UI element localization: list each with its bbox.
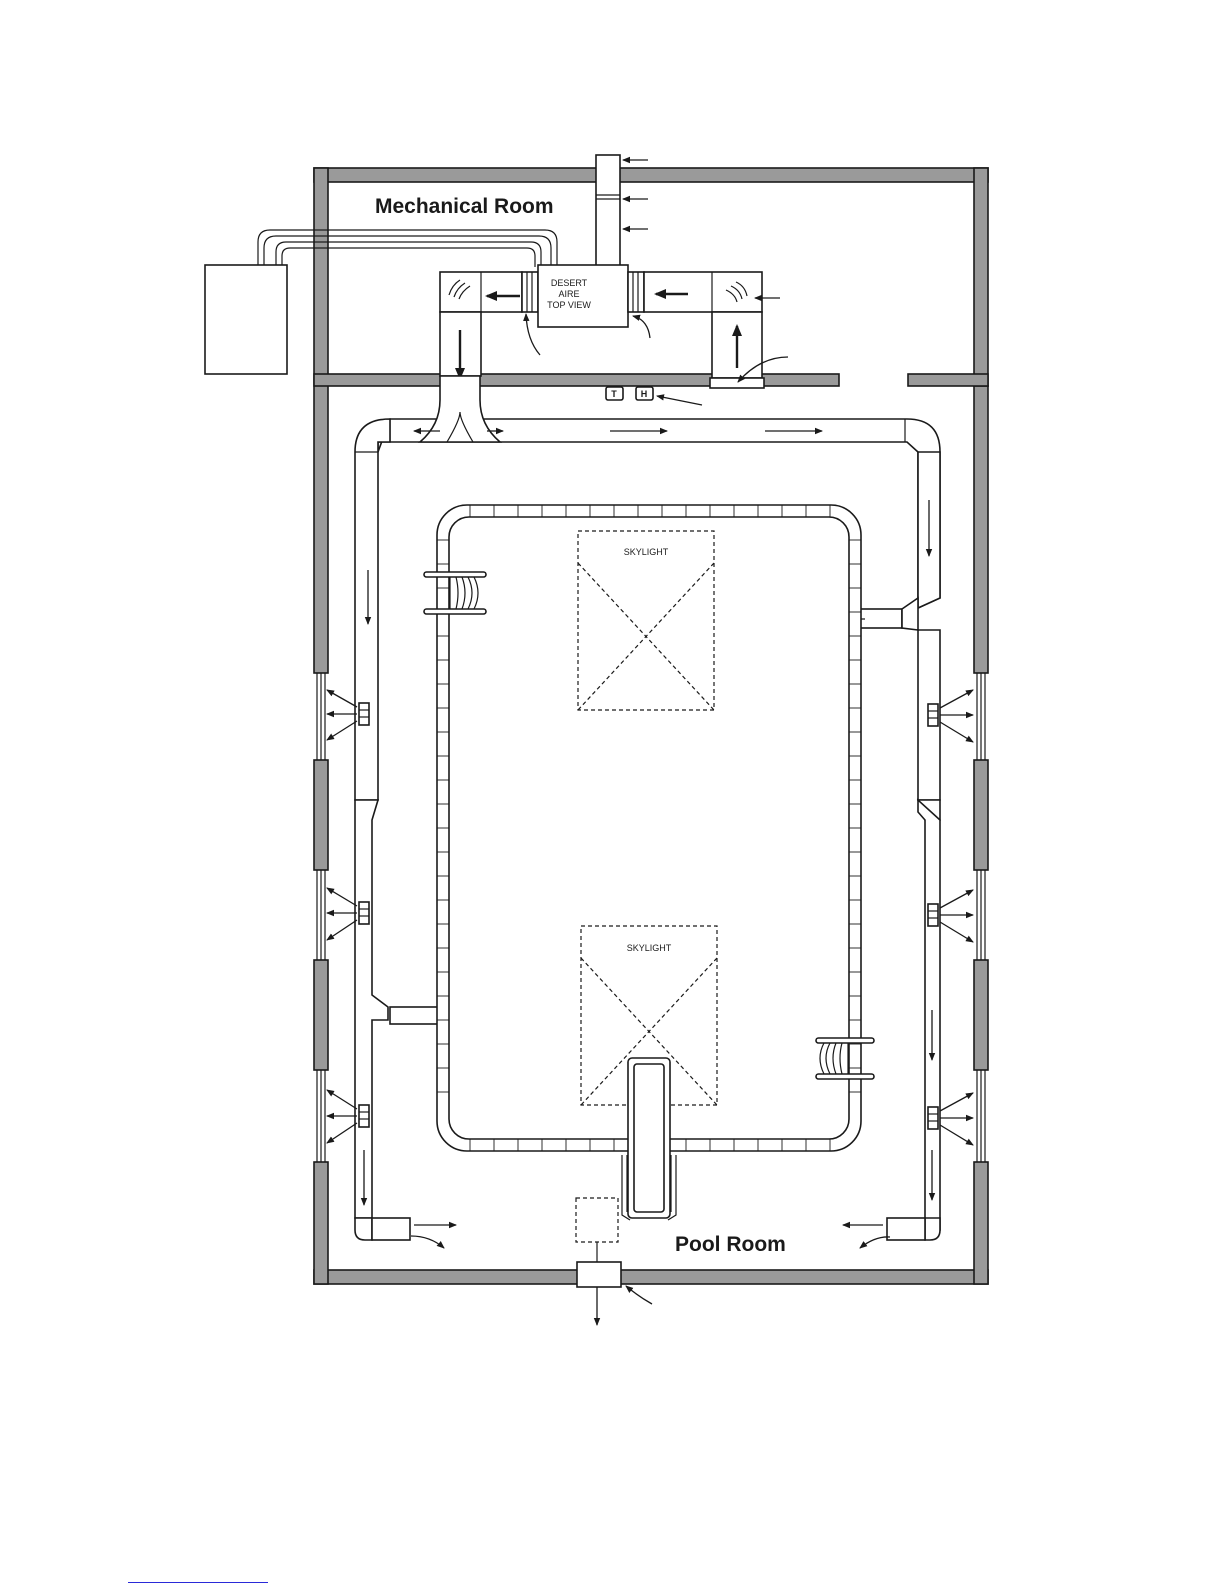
refrigerant-lines — [258, 230, 557, 267]
mechanical-room: Mechanical Room — [205, 155, 788, 405]
controls: T H — [606, 387, 702, 405]
pool-cover-reel — [622, 1058, 676, 1220]
unit-label-line2: AIRE — [558, 289, 579, 299]
skylight-bottom-label: SKYLIGHT — [627, 943, 672, 953]
skylight-top-label: SKYLIGHT — [624, 547, 669, 557]
thermostat-label: T — [611, 389, 617, 399]
mechanical-room-label: Mechanical Room — [375, 195, 554, 218]
unit-label-line1: DESERT — [551, 278, 588, 288]
return-duct-mech — [628, 272, 788, 388]
pool — [437, 505, 861, 1151]
unit-label-line3: TOP VIEW — [547, 300, 591, 310]
remote-condenser — [205, 265, 287, 374]
pool-room-label: Pool Room — [675, 1233, 786, 1256]
supply-duct-mech — [440, 272, 538, 378]
humidistat-label: H — [641, 389, 648, 399]
footer-link-underline — [128, 1582, 268, 1583]
